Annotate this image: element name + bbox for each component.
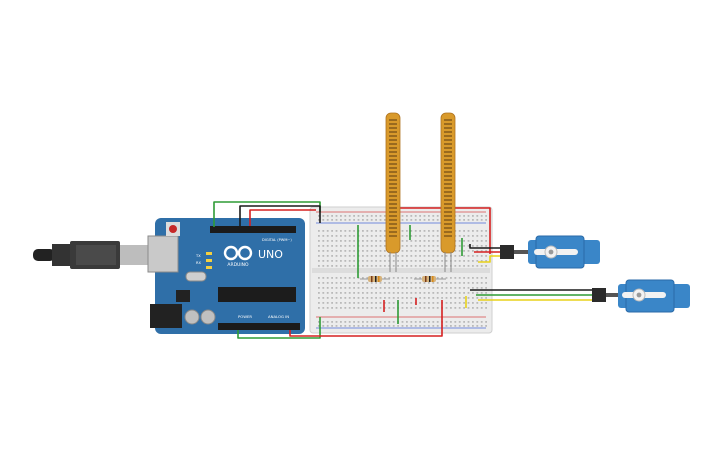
board-logo-text: ARDUINO — [227, 262, 249, 268]
reset-button — [169, 225, 177, 233]
power-jack — [150, 304, 182, 328]
board-model-label: UNO — [258, 248, 283, 261]
flex-sensor-2 — [440, 112, 456, 272]
digital-pins-label: DIGITAL (PWM~) — [262, 238, 292, 242]
wire-servo1-yellow — [478, 255, 500, 263]
tx-label: TX — [195, 254, 201, 258]
wire-red-top — [249, 209, 316, 226]
arduino-logo-icon — [223, 245, 253, 261]
usb-jack — [147, 235, 179, 273]
center-channel — [312, 268, 490, 273]
rx-label: RX — [196, 261, 201, 265]
board-pcb — [155, 218, 305, 334]
arduino-uno-board: ARDUINO UNO DIGITAL (PWM~) POWER ANALOG … — [147, 218, 305, 334]
resistor-1 — [360, 276, 390, 282]
breadboard — [309, 206, 493, 334]
usb-cable — [33, 241, 158, 269]
power-pins-label: POWER — [238, 314, 252, 319]
power-analog-header — [218, 323, 300, 330]
breadboard-holes — [318, 215, 487, 327]
atmega-chip — [218, 287, 296, 302]
resistor-2 — [414, 276, 446, 282]
digital-header — [210, 226, 296, 233]
servo-2-connector — [592, 288, 606, 302]
wires — [213, 201, 592, 339]
servo-1-connector — [500, 245, 514, 259]
servo-motor-2 — [592, 279, 690, 313]
servo-motor-1 — [500, 235, 600, 269]
wire-red-bottom — [289, 300, 443, 337]
wire-servo1-black — [469, 244, 500, 249]
wire-green-bottom — [237, 317, 321, 339]
analog-pins-label: ANALOG IN — [268, 314, 289, 319]
wire-black-top — [239, 205, 321, 226]
flex-sensor-1 — [385, 112, 401, 272]
